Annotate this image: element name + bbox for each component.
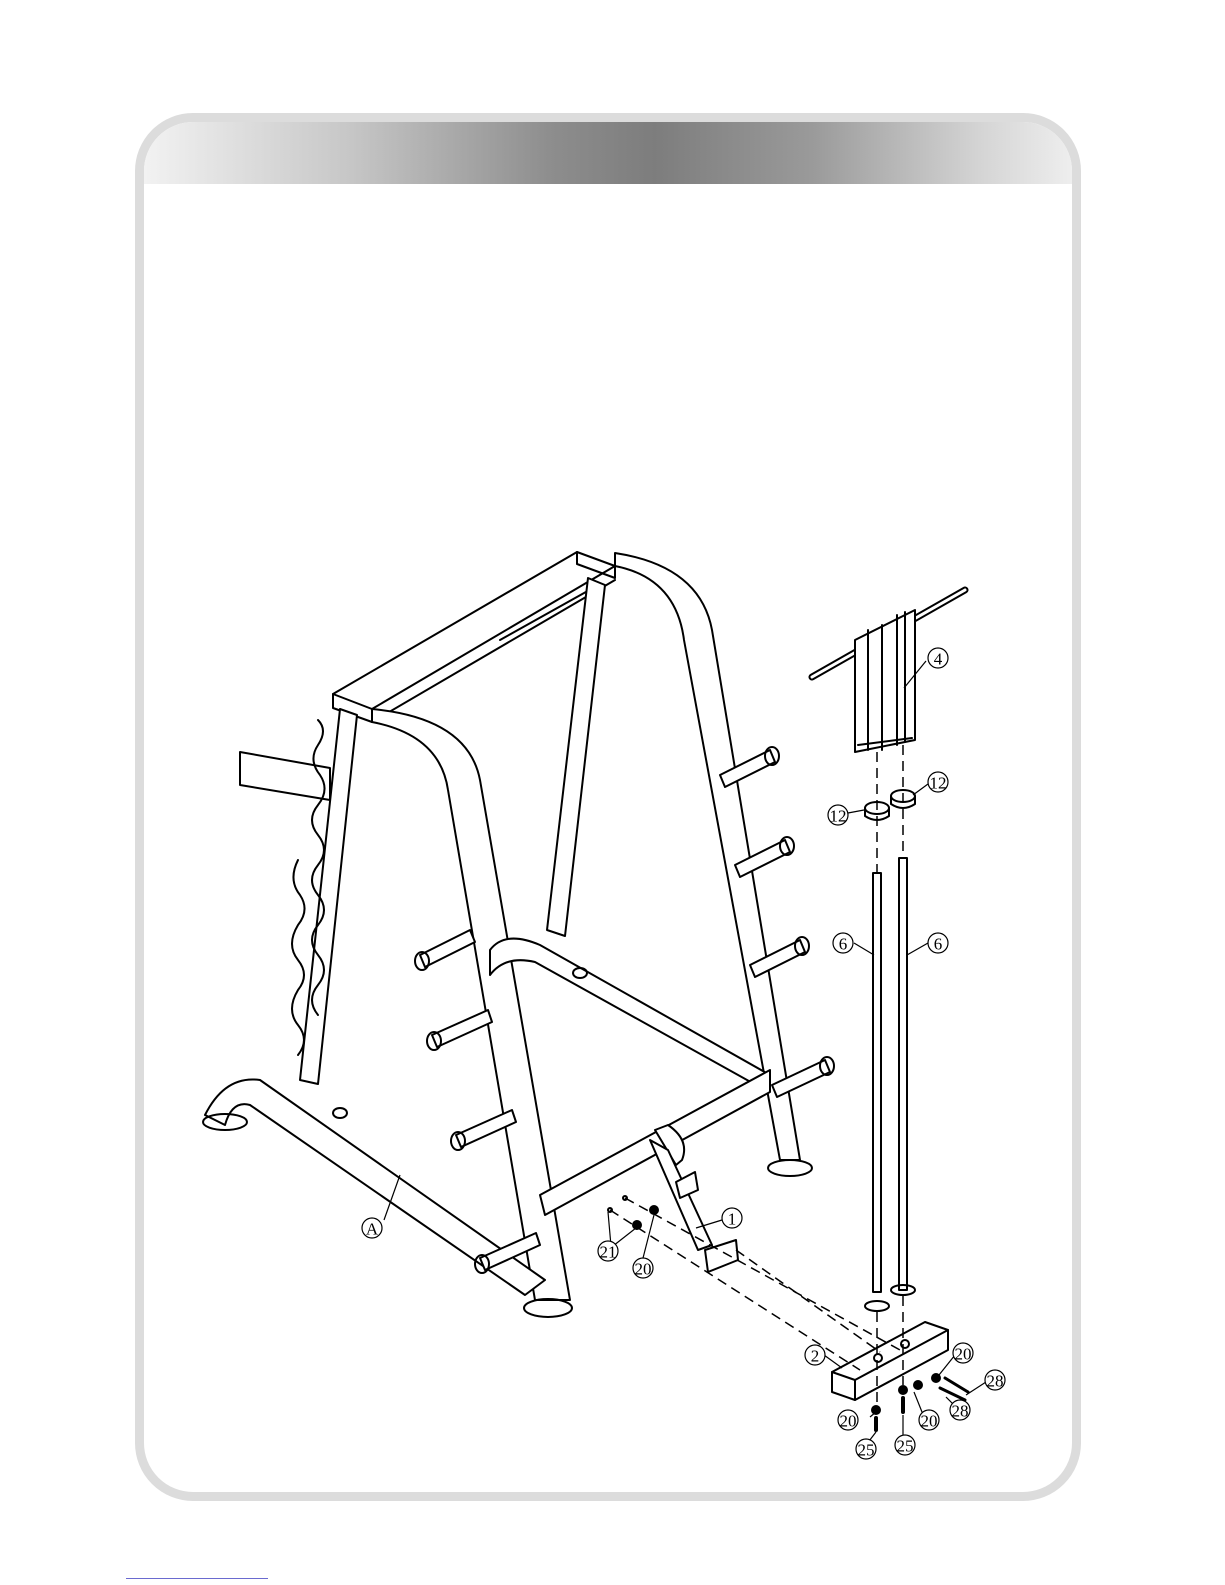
callout-28-upper: 28 — [987, 1372, 1004, 1391]
callout-20-lower-mid: 20 — [921, 1412, 938, 1431]
callout-A: A — [366, 1220, 379, 1239]
callout-6-right: 6 — [934, 935, 943, 954]
callout-21: 21 — [600, 1243, 617, 1262]
callout-12-right: 12 — [930, 774, 947, 793]
callout-28-lower: 28 — [952, 1402, 969, 1421]
stabilizer-hardware — [608, 1196, 658, 1229]
callout-12-left: 12 — [830, 807, 847, 826]
callout-4: 4 — [934, 650, 943, 669]
bottom-rule — [126, 1578, 268, 1579]
stabilizer-arm — [650, 1125, 738, 1272]
guide-rods — [865, 858, 915, 1311]
bushings — [865, 790, 915, 820]
callout-1: 1 — [728, 1210, 737, 1229]
top-frame — [333, 552, 615, 722]
callout-20-right: 20 — [955, 1345, 972, 1364]
callout-2: 2 — [811, 1347, 820, 1366]
base-bracket — [832, 1322, 948, 1400]
left-front-column — [372, 709, 570, 1300]
callout-20-lower-left: 20 — [840, 1412, 857, 1431]
callout-25-right: 25 — [897, 1437, 914, 1456]
carriage — [812, 590, 965, 752]
callout-20-stabilizer: 20 — [635, 1260, 652, 1279]
callout-6-left: 6 — [839, 935, 848, 954]
callout-25-left: 25 — [858, 1441, 875, 1460]
right-rear-column — [547, 578, 605, 936]
